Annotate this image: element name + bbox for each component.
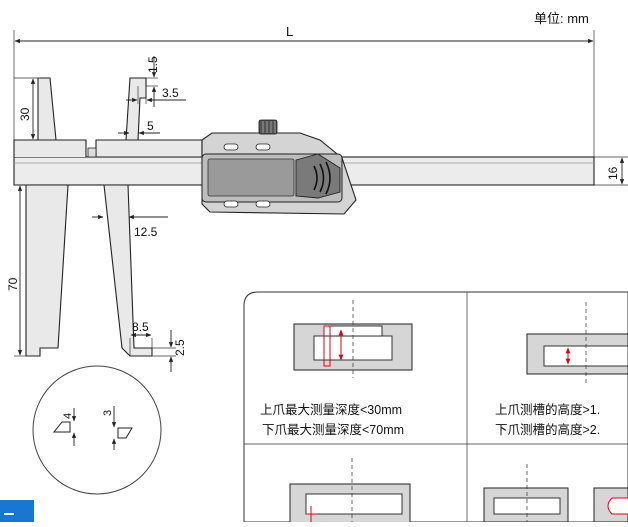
upper-tip-height-label: 1.5 bbox=[146, 56, 160, 73]
thickness-dimension: 16 bbox=[594, 156, 628, 186]
panel-2-caption-line-1: 上爪测槽的高度>1. bbox=[495, 402, 600, 417]
detail-lower-label: 3 bbox=[102, 410, 114, 416]
example-figure-4 bbox=[483, 464, 628, 523]
panel-2-caption-line-2: 下爪测槽的高度>2. bbox=[495, 422, 600, 437]
unit-label: 单位: mm bbox=[534, 11, 589, 26]
panel-1-caption-line-1: 上爪最大测量深度<30mm bbox=[260, 402, 402, 417]
display-button-4 bbox=[255, 200, 271, 208]
lower-tip-width-label: 8.5 bbox=[132, 320, 149, 334]
corner-badge bbox=[0, 500, 34, 522]
lower-gap-dimension: 12.5 bbox=[92, 214, 168, 239]
overall-length-label: L bbox=[286, 24, 293, 39]
measurement-examples-panel: 上爪最大测量深度<30mm 下爪最大测量深度<70mm 上爪测槽的高度>1. 下… bbox=[243, 291, 628, 525]
example-figure-3 bbox=[289, 458, 411, 525]
panel-1-caption-line-2: 下爪最大测量深度<70mm bbox=[262, 422, 404, 437]
lower-gap-label: 12.5 bbox=[134, 225, 158, 239]
upper-tip-dimensions: 1.5 3.5 bbox=[126, 56, 186, 107]
lower-jaw-depth-dimension: 70 bbox=[6, 184, 30, 357]
thumb-wheel bbox=[258, 119, 278, 135]
display-button-2 bbox=[255, 143, 271, 151]
lower-tip-dimensions: 8.5 2.5 bbox=[129, 320, 187, 372]
lower-tip-height-label: 2.5 bbox=[173, 339, 187, 356]
upper-gap-label: 5 bbox=[147, 119, 154, 133]
detail-upper-label: 4 bbox=[62, 413, 74, 419]
signal-icon bbox=[313, 161, 331, 195]
digital-display-unit bbox=[201, 119, 357, 215]
example-figure-2 bbox=[526, 302, 628, 384]
lcd-screen bbox=[207, 158, 295, 197]
upper-jaw-depth-dimension: 30 bbox=[14, 77, 40, 140]
thickness-label: 16 bbox=[606, 166, 620, 180]
tip-detail-circle: 4 3 bbox=[32, 365, 162, 495]
upper-gap-dimension: 5 bbox=[118, 119, 160, 136]
upper-tip-width-label: 3.5 bbox=[162, 86, 179, 100]
lower-jaw-depth-label: 70 bbox=[6, 277, 20, 291]
display-button-1 bbox=[223, 143, 239, 151]
example-figure-1 bbox=[293, 300, 413, 378]
upper-jaw-depth-label: 30 bbox=[18, 107, 32, 121]
display-button-3 bbox=[223, 200, 239, 208]
